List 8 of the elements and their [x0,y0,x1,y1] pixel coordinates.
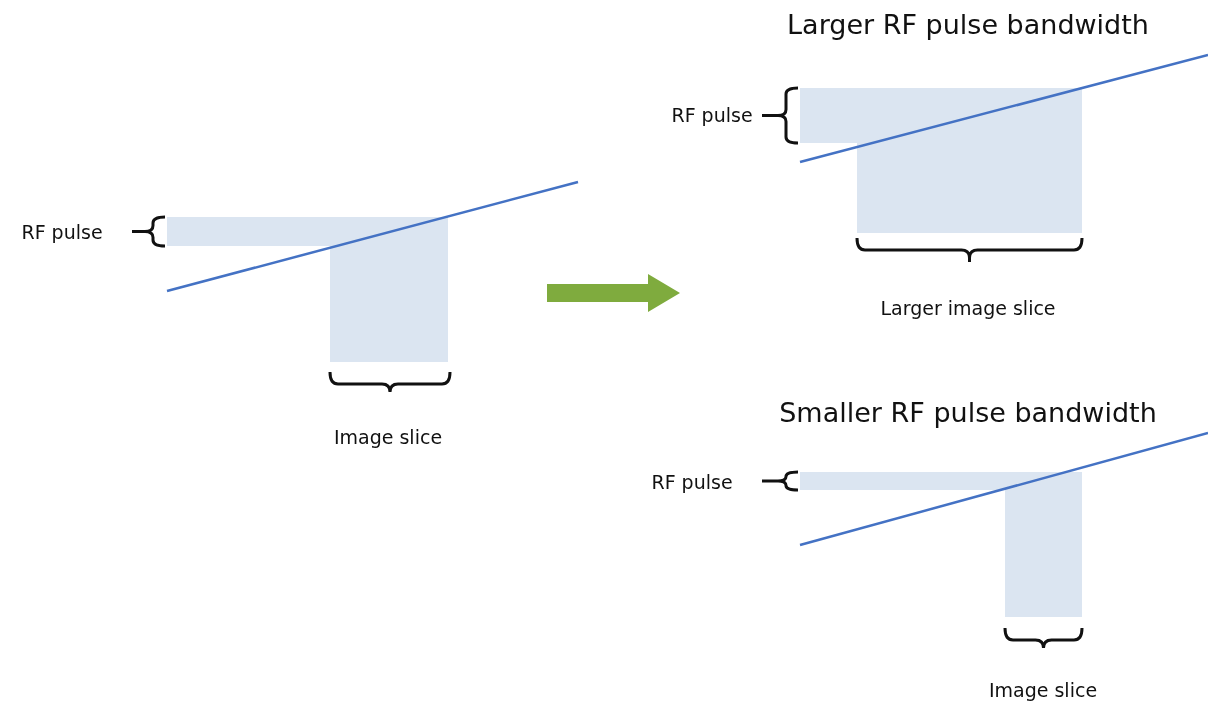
bracket-label: RF pulse [671,104,753,126]
bracket-label: Image slice [333,426,443,448]
panel-heading: Larger RF pulse bandwidth [787,10,1149,40]
bracket-label: Larger image slice [880,297,1056,319]
bracket-label: RF pulse [21,221,103,243]
bracket-label: RF pulse [651,471,733,493]
panel-heading: Smaller RF pulse bandwidth [779,398,1157,428]
bracket-label: Image slice [988,679,1098,701]
